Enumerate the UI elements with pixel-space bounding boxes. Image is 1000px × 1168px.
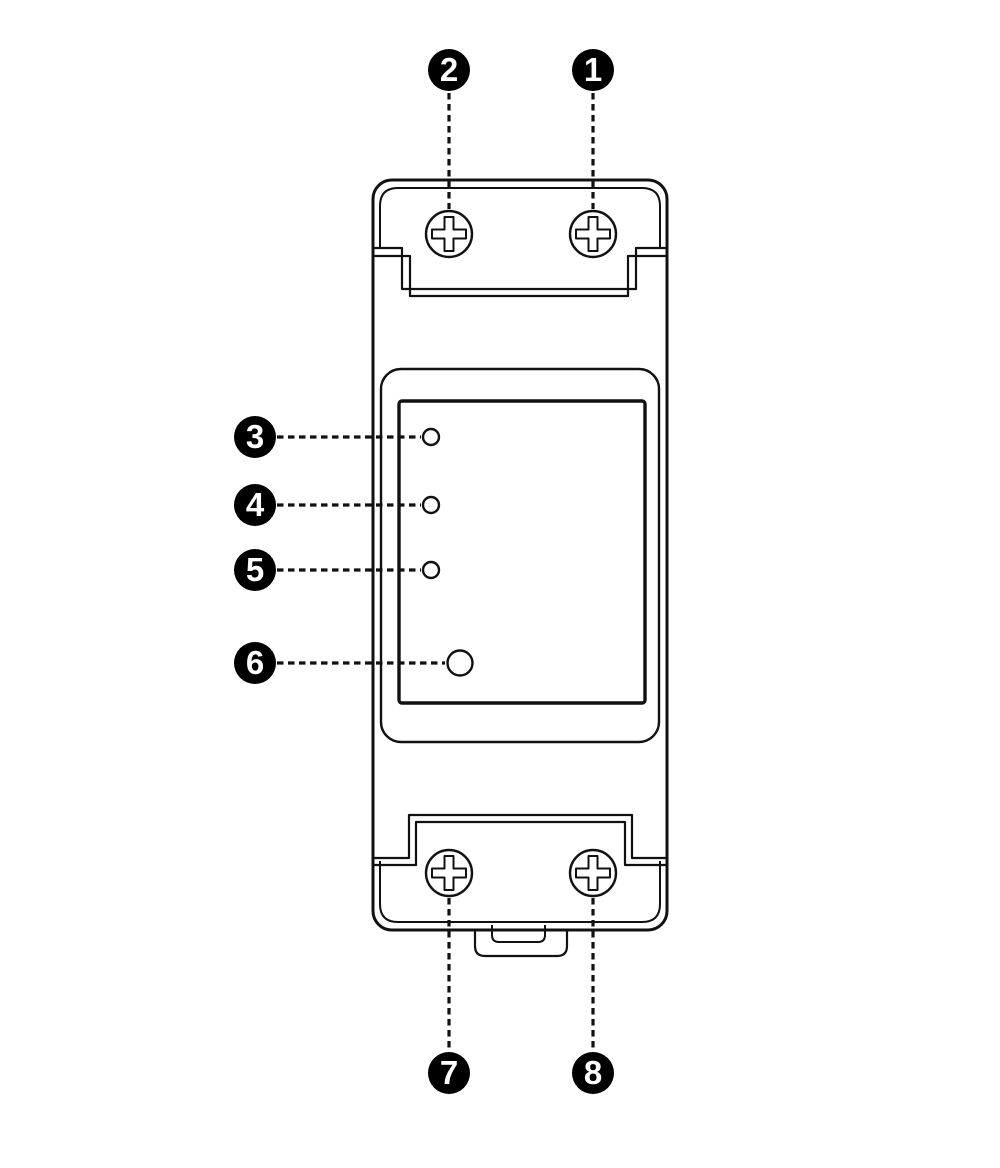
screw-top-left — [424, 209, 474, 259]
callout-badge-5: 5 — [234, 549, 276, 591]
top-mount-inner-outline — [379, 187, 661, 249]
callout-badge-7: 7 — [428, 1052, 470, 1094]
callout-label: 7 — [439, 1053, 459, 1091]
callout-label: 3 — [245, 417, 265, 455]
callout-badge-3: 3 — [234, 416, 276, 458]
led-indicator-3 — [421, 560, 441, 580]
din-clip-inner — [491, 925, 546, 943]
callout-badge-6: 6 — [234, 642, 276, 684]
screw-top-right — [568, 209, 618, 259]
callout-label: 1 — [583, 50, 603, 88]
bottom-recess-outline-inner — [374, 820, 666, 867]
phillips-cross-icon — [575, 216, 611, 252]
screw-bottom-left — [424, 848, 474, 898]
callout-badge-1: 1 — [572, 49, 614, 91]
callout-label: 6 — [245, 643, 265, 681]
callout-label: 2 — [439, 50, 459, 88]
phillips-cross-icon — [431, 855, 467, 891]
callout-label: 8 — [583, 1053, 603, 1091]
phillips-cross-icon — [575, 855, 611, 891]
top-recess-outline-outer — [374, 246, 666, 291]
led-indicator-1 — [421, 427, 441, 447]
din-clip-outer — [473, 930, 569, 958]
callout-label: 5 — [245, 550, 265, 588]
callout-badge-2: 2 — [428, 49, 470, 91]
callout-badge-4: 4 — [234, 484, 276, 526]
screw-bottom-right — [568, 848, 618, 898]
display-window-outline — [397, 399, 647, 705]
top-recess-outline-inner — [374, 254, 666, 298]
push-button — [446, 649, 474, 677]
bottom-mount-inner-outline — [379, 861, 661, 923]
callout-badge-8: 8 — [572, 1052, 614, 1094]
callout-label: 4 — [245, 485, 265, 523]
phillips-cross-icon — [431, 216, 467, 252]
bottom-recess-outline-outer — [374, 813, 666, 860]
led-indicator-2 — [421, 495, 441, 515]
